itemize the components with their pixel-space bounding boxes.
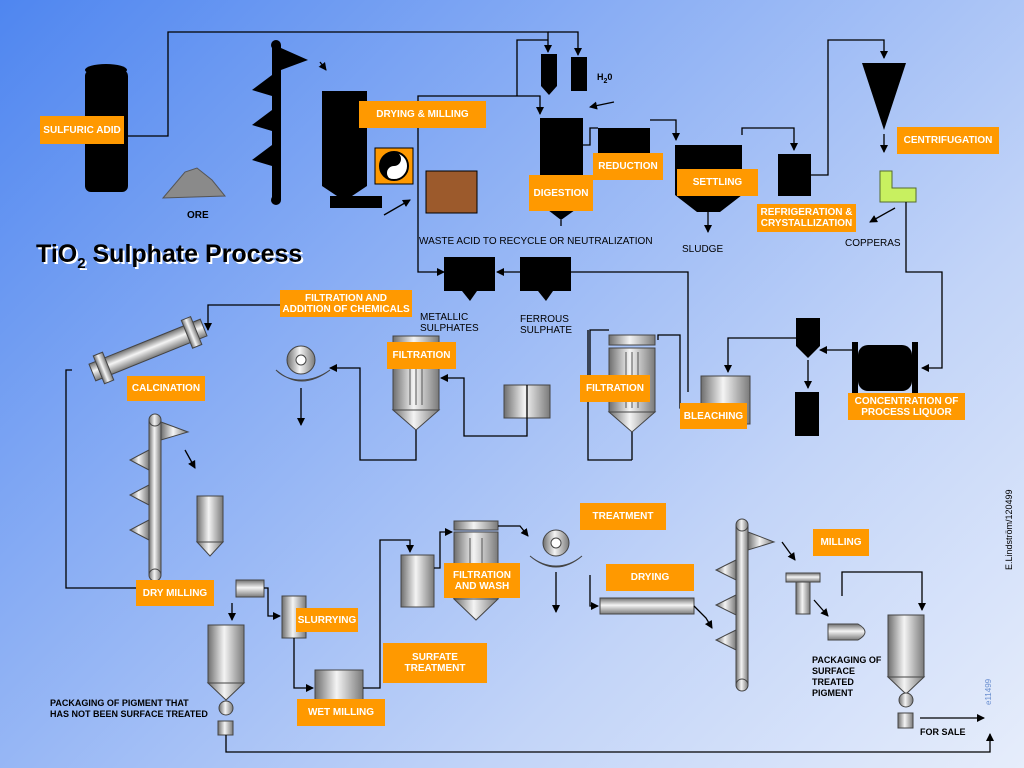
acid-feed-tank	[541, 54, 557, 86]
label-drying: DRYING	[606, 564, 694, 591]
metallic-sulphates-tank	[444, 257, 495, 291]
crystallizer	[778, 154, 811, 196]
bucket-elevator-left	[128, 413, 190, 582]
label-filtration-chemicals: FILTRATION AND ADDITION OF CHEMICALS	[280, 290, 412, 317]
filter-press	[425, 170, 478, 214]
label-surface-treatment: SURFATE TREATMENT	[383, 643, 487, 683]
label-digestion: DIGESTION	[529, 175, 593, 211]
text-h2o: H20	[597, 72, 613, 85]
label-centrifugation: CENTRIFUGATION	[897, 127, 999, 154]
label-dry-milling: DRY MILLING	[136, 580, 214, 606]
text-ore: ORE	[187, 210, 209, 221]
label-refrigeration: REFRIGERATION & CRYSTALLIZATION	[757, 204, 856, 232]
text-waste-acid: WASTE ACID TO RECYCLE OR NEUTRALIZATION	[419, 236, 653, 247]
water-feed-tank	[571, 57, 587, 91]
chemical-filter	[275, 345, 331, 382]
label-sulfuric-acid: SULFURIC ADID	[40, 116, 124, 144]
treatment-filter	[529, 529, 583, 568]
ferrous-sulphate-tank	[520, 257, 571, 291]
small-hopper	[796, 318, 820, 358]
label-reduction: REDUCTION	[593, 153, 663, 180]
calcination-kiln	[88, 315, 208, 385]
label-filtration-2: FILTRATION	[580, 375, 650, 402]
dryer	[599, 597, 695, 615]
diagram-title: TiO2 Sulphate Process	[36, 240, 303, 272]
label-treatment: TREATMENT	[580, 503, 666, 530]
label-calcination: CALCINATION	[127, 376, 205, 401]
label-settling: SETTLING	[677, 169, 758, 196]
evaporator	[852, 342, 918, 394]
copperas-icon	[879, 170, 917, 203]
treated-silo	[886, 614, 926, 729]
label-bleaching: BLEACHING	[680, 403, 747, 429]
surface-treatment-tank	[400, 554, 435, 608]
mill-icon	[374, 147, 414, 185]
flow-lines	[65, 31, 994, 753]
text-ferrous-sulphate: FERROUS SULPHATE	[520, 314, 573, 336]
text-packaging-treated: PACKAGING OF SURFACE TREATED PIGMENT	[812, 655, 882, 698]
bucket-elevator-top	[252, 40, 308, 205]
bucket-elevator-right	[714, 518, 776, 692]
dosing-tank	[795, 392, 819, 436]
text-code: e11499	[984, 678, 993, 705]
micronizer	[785, 572, 821, 615]
text-copperas: COPPERAS	[845, 238, 901, 249]
text-credit: E.Lindström/120499	[1004, 489, 1014, 570]
untreated-silo	[206, 624, 246, 736]
bullet-product	[827, 623, 866, 641]
text-for-sale: FOR SALE	[920, 727, 966, 737]
dry-mill	[235, 579, 265, 598]
ore-pile	[161, 167, 227, 199]
label-concentration: CONCENTRATION OF PROCESS LIQUOR	[848, 393, 965, 420]
text-sludge: SLUDGE	[682, 244, 724, 255]
label-drying-milling: DRYING & MILLING	[359, 101, 486, 128]
label-filtration-1: FILTRATION	[387, 342, 456, 369]
text-metallic-sulphates: METALLIC SULPHATES	[420, 312, 479, 334]
dry-mill-hopper	[195, 495, 225, 557]
label-wet-milling: WET MILLING	[297, 699, 385, 726]
label-milling: MILLING	[813, 529, 869, 556]
label-filtration-wash: FILTRATION AND WASH	[444, 563, 520, 598]
centrifuge	[862, 63, 906, 130]
text-packaging-untreated: PACKAGING OF PIGMENT THAT HAS NOT BEEN S…	[50, 698, 208, 719]
label-slurrying: SLURRYING	[296, 608, 358, 632]
wet-mill	[314, 669, 364, 703]
reduction-tank	[598, 128, 650, 157]
